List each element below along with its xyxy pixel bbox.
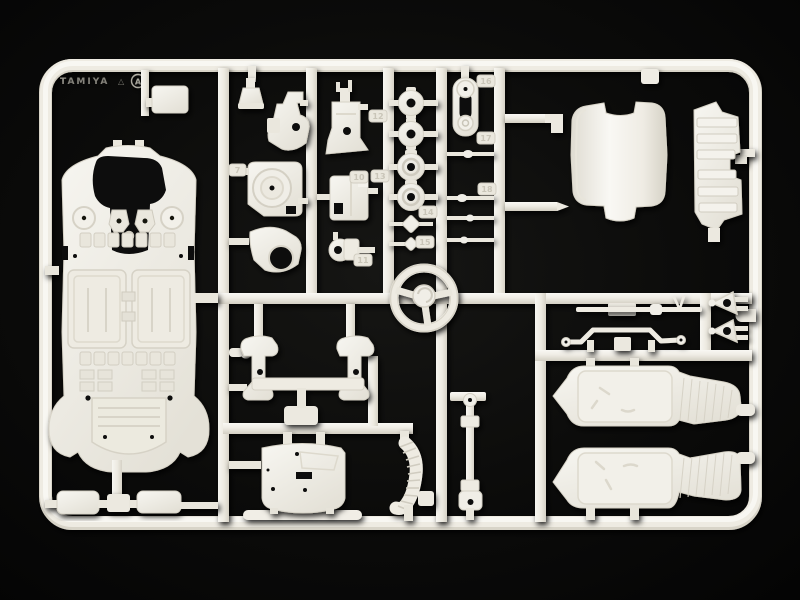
lever-shaft	[450, 392, 486, 520]
ribbed-bulkhead-panel	[693, 101, 743, 242]
mounting-plate	[146, 85, 189, 114]
wishbone-upper	[708, 290, 748, 316]
brand-marking-text: TAMIYA	[60, 77, 109, 87]
headlamp-bucket	[229, 226, 302, 273]
svg-text:7: 7	[235, 166, 241, 175]
part-tag: 18	[477, 182, 497, 196]
sprue-frame: TAMIYA △ A	[39, 59, 762, 530]
part-tag: 7	[228, 163, 247, 177]
recycle-triangle-icon: △	[118, 77, 125, 86]
part-tag: 12	[368, 109, 388, 123]
floor-pan-right	[552, 358, 755, 427]
floor-pan-left	[552, 447, 755, 520]
svg-text:16: 16	[480, 77, 492, 86]
small-bracket	[238, 78, 264, 109]
svg-text:15: 15	[419, 238, 431, 247]
svg-text:13: 13	[374, 172, 385, 181]
ribbed-hose	[389, 431, 434, 521]
part-tag: 17	[476, 131, 496, 145]
pulley-grommets	[389, 87, 438, 251]
svg-text:10: 10	[353, 173, 365, 182]
part-number-tags: 7 10 13 12 14 15 16 17 18 11	[228, 74, 497, 267]
part-tag: 13	[370, 169, 390, 183]
dashboard-bulkhead	[229, 432, 346, 514]
roof-panel	[570, 101, 668, 222]
wiper-rod	[576, 295, 702, 315]
svg-text:17: 17	[480, 134, 491, 143]
front-subframe	[229, 304, 375, 425]
part-tag: 10	[349, 170, 369, 184]
steering-wheel	[389, 263, 459, 333]
svg-text:18: 18	[481, 185, 493, 194]
part-tag: 16	[476, 74, 496, 88]
belt-with-pulleys	[452, 77, 479, 137]
svg-text:11: 11	[357, 256, 369, 265]
base-plates	[45, 490, 218, 515]
part-tag: 11	[353, 253, 373, 267]
engine-mount-left	[267, 91, 310, 151]
stabilizer-bar	[561, 327, 686, 352]
svg-text:12: 12	[372, 112, 383, 121]
sprue-letter: A	[135, 78, 142, 87]
wishbone-lower	[708, 318, 748, 344]
engine-mount-right	[325, 80, 369, 155]
connecting-rods	[447, 114, 569, 244]
part-tag: 15	[415, 235, 435, 249]
gearbox-block	[317, 175, 378, 221]
chassis-floor-pan	[45, 140, 218, 496]
svg-text:14: 14	[422, 208, 434, 217]
part-tag: 14	[418, 205, 438, 219]
